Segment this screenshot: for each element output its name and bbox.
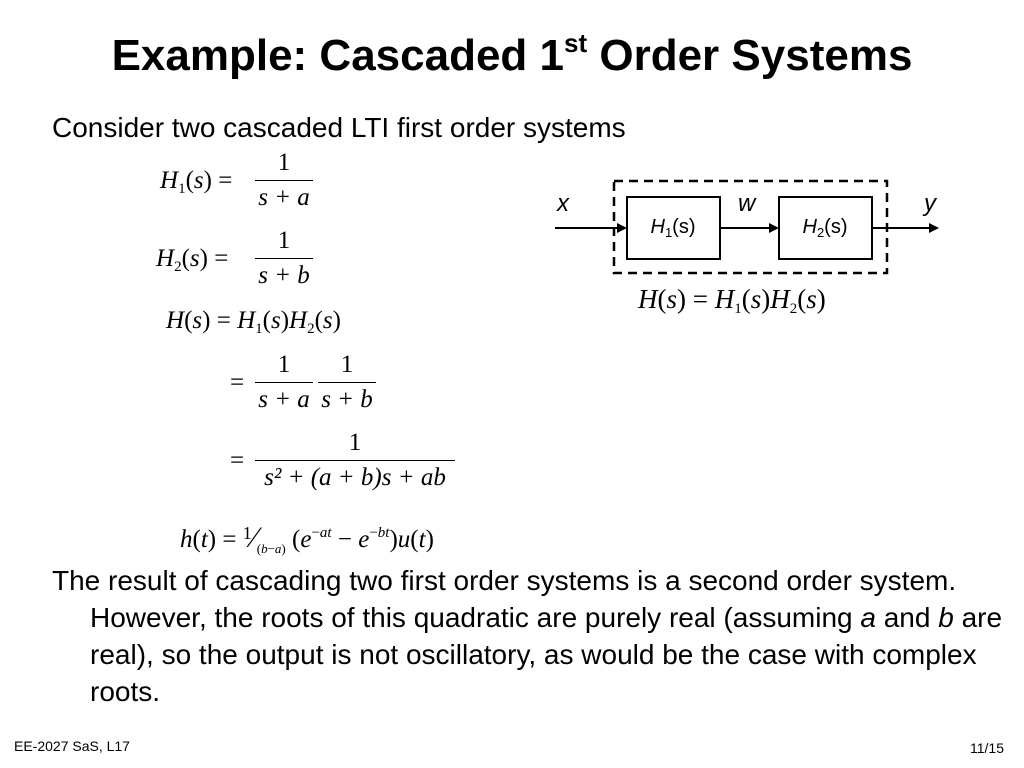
block-h1-symbol: H (650, 216, 665, 238)
eq-quadratic-fraction: 1 s² + (a + b)s + ab (255, 426, 455, 495)
conclusion-text-3: are real), so the output is not oscillat… (90, 602, 1003, 707)
eq-equals-1: = (230, 369, 245, 396)
eq-equals-2: = (230, 447, 245, 474)
eq-quadratic-denominator: s² + (a + b)s + ab (264, 464, 446, 491)
conclusion-text-2: and (875, 602, 939, 633)
block-diagram: x w y H1(s) H2(s) (550, 170, 950, 320)
eq-h2-fraction: 1 s + b (255, 224, 313, 293)
fraction-bar (318, 382, 376, 383)
fraction-bar (255, 460, 455, 461)
eq-prod-denominator-2: s + b (321, 386, 373, 413)
eq-prod-fraction-1: 1 s + a (255, 348, 313, 417)
eq-prod-numerator-1: 1 (277, 351, 291, 378)
eq-h1-fraction: 1 s + a (255, 146, 313, 215)
block-diagram-svg (555, 179, 939, 275)
block-h1-subscript: 1 (664, 225, 673, 240)
conclusion-text-1: The result of cascading two first order … (52, 565, 957, 633)
eq-quadratic-numerator: 1 (348, 429, 362, 456)
intro-text: Consider two cascaded LTI first order sy… (52, 112, 626, 143)
diagram-equation: H(s) = H1(s)H2(s) (638, 284, 826, 317)
slide-title: Example: Cascaded 1st Order Systems (0, 28, 1024, 84)
block-h2-arg: (s) (824, 216, 848, 238)
fraction-bar (255, 258, 313, 259)
title-tail: Order Systems (587, 31, 913, 80)
eq-h2-denominator: s + b (258, 262, 310, 289)
conclusion-var-a: a (860, 602, 876, 633)
conclusion-paragraph: The result of cascading two first order … (52, 562, 1020, 710)
eq-prod-numerator-2: 1 (340, 351, 354, 378)
eq-h2-lhs: H2(s) = (156, 245, 229, 275)
eq-h2-numerator: 1 (277, 227, 291, 254)
eq-h1-denominator: s + a (258, 184, 310, 211)
block-h1-label: H1(s) (627, 216, 719, 239)
fraction-bar (255, 180, 313, 181)
label-input: x (557, 190, 569, 217)
block-h1-arg: (s) (672, 216, 696, 238)
eq-h-product: H(s) = H1(s)H2(s) (166, 307, 341, 337)
block-h2-subscript: 2 (816, 225, 825, 240)
page-number: 11/15 (970, 740, 1004, 756)
block-h1 (626, 196, 721, 260)
footer-course: EE-2027 SaS, L17 (14, 738, 130, 754)
block-h2-label: H2(s) (779, 216, 871, 239)
eq-prod-fraction-2: 1 s + b (318, 348, 376, 417)
input-arrowhead (617, 223, 627, 233)
block-h2-symbol: H (802, 216, 817, 238)
eq-h1-numerator: 1 (277, 149, 291, 176)
eq-prod-denominator-1: s + a (258, 386, 310, 413)
label-output: y (924, 190, 936, 217)
output-arrowhead (929, 223, 939, 233)
middle-arrowhead (769, 223, 779, 233)
label-intermediate: w (738, 190, 756, 217)
fraction-bar (255, 382, 313, 383)
title-main: Example: Cascaded 1 (111, 31, 565, 80)
conclusion-var-b: b (938, 602, 954, 633)
eq-h1-lhs: H1(s) = (160, 167, 233, 197)
block-h2 (778, 196, 873, 260)
title-superscript: st (564, 28, 588, 58)
eq-impulse-response: h(t) = 1⁄(b−a) (e−at − e−bt)u(t) (180, 521, 434, 557)
